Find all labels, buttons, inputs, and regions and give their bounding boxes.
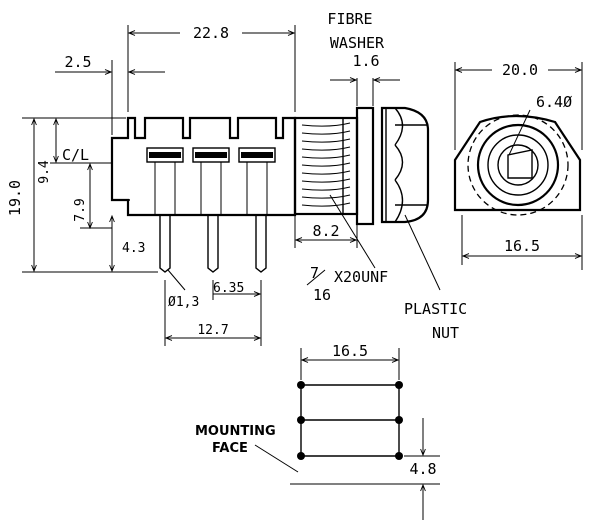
dim-16-5-front: 16.5: [461, 215, 583, 270]
thread-spec: 7 16 X20UNF: [306, 194, 388, 304]
label-centerline: C/L: [62, 146, 89, 164]
dim-19-0: 19.0: [6, 117, 158, 273]
dim-offset-left: 2.5: [64, 53, 91, 71]
label-fibre: FIBRE: [327, 10, 372, 28]
dim-mount-offset: 4.8: [409, 460, 436, 478]
fibre-washer: [355, 106, 375, 226]
dim-7-9: 7.9: [73, 164, 112, 228]
dim-20-0: 20.0: [454, 60, 583, 150]
hole-dot: [297, 416, 305, 424]
thread-spec-text: X20UNF: [334, 268, 388, 286]
dim-front-span: 16.5: [504, 237, 540, 255]
dim-4-3: 4.3: [112, 216, 145, 271]
dim-mount-span: 16.5: [332, 342, 368, 360]
hole-dot: [297, 381, 305, 389]
label-face: FACE: [212, 441, 248, 456]
hole-dot: [395, 381, 403, 389]
dim-thread-length: 8.2: [312, 222, 339, 240]
solder-pins: [159, 215, 267, 273]
dim-pin-pitch: 6.35: [213, 281, 244, 296]
plastic-nut: [380, 106, 430, 224]
dim-centerline: 9.4: [37, 160, 52, 184]
jack-front-view: 6.4Ø: [453, 93, 582, 216]
dim-pin-diameter: Ø1,3: [168, 295, 199, 310]
dim-2-5: 2.5: [55, 53, 165, 135]
dim-pin-lower: 4.3: [122, 241, 145, 256]
dim-pins: Ø1,3 6.35 12.7: [164, 269, 262, 346]
dim-4-8: 4.8: [404, 418, 440, 520]
dim-pin-span: 12.7: [197, 323, 228, 338]
label-mounting: MOUNTING: [195, 424, 276, 439]
hole-dot: [297, 452, 305, 460]
dim-9-4: 9.4 C/L: [37, 119, 112, 184]
label-washer: WASHER: [330, 34, 385, 52]
dim-1-6: 1.6 FIBRE WASHER: [327, 10, 400, 106]
dim-front-hole: 6.4Ø: [536, 93, 572, 111]
dim-16-5-mount: 16.5: [300, 342, 400, 380]
dim-8-2: 8.2: [294, 215, 358, 248]
dim-pin-upper: 7.9: [73, 198, 88, 221]
thread-numerator: 7: [310, 264, 319, 282]
label-nut: NUT: [432, 324, 459, 342]
dim-front-width: 20.0: [502, 61, 538, 79]
label-plastic: PLASTIC: [404, 300, 467, 318]
dim-22-8: 22.8: [127, 24, 296, 112]
dim-height-total: 19.0: [6, 180, 24, 216]
plastic-nut-label: PLASTIC NUT: [404, 214, 467, 342]
hole-dot: [395, 452, 403, 460]
mounting-face-label: MOUNTING FACE: [195, 424, 299, 473]
jack-side-body: [110, 116, 297, 217]
dim-width-total: 22.8: [193, 24, 229, 42]
dim-washer-thickness: 1.6: [352, 52, 379, 70]
hole-dot: [395, 416, 403, 424]
thread-denominator: 16: [313, 286, 331, 304]
contact-blades: [146, 147, 276, 215]
mounting-pattern: [290, 381, 440, 485]
threaded-bushing: [293, 116, 359, 216]
